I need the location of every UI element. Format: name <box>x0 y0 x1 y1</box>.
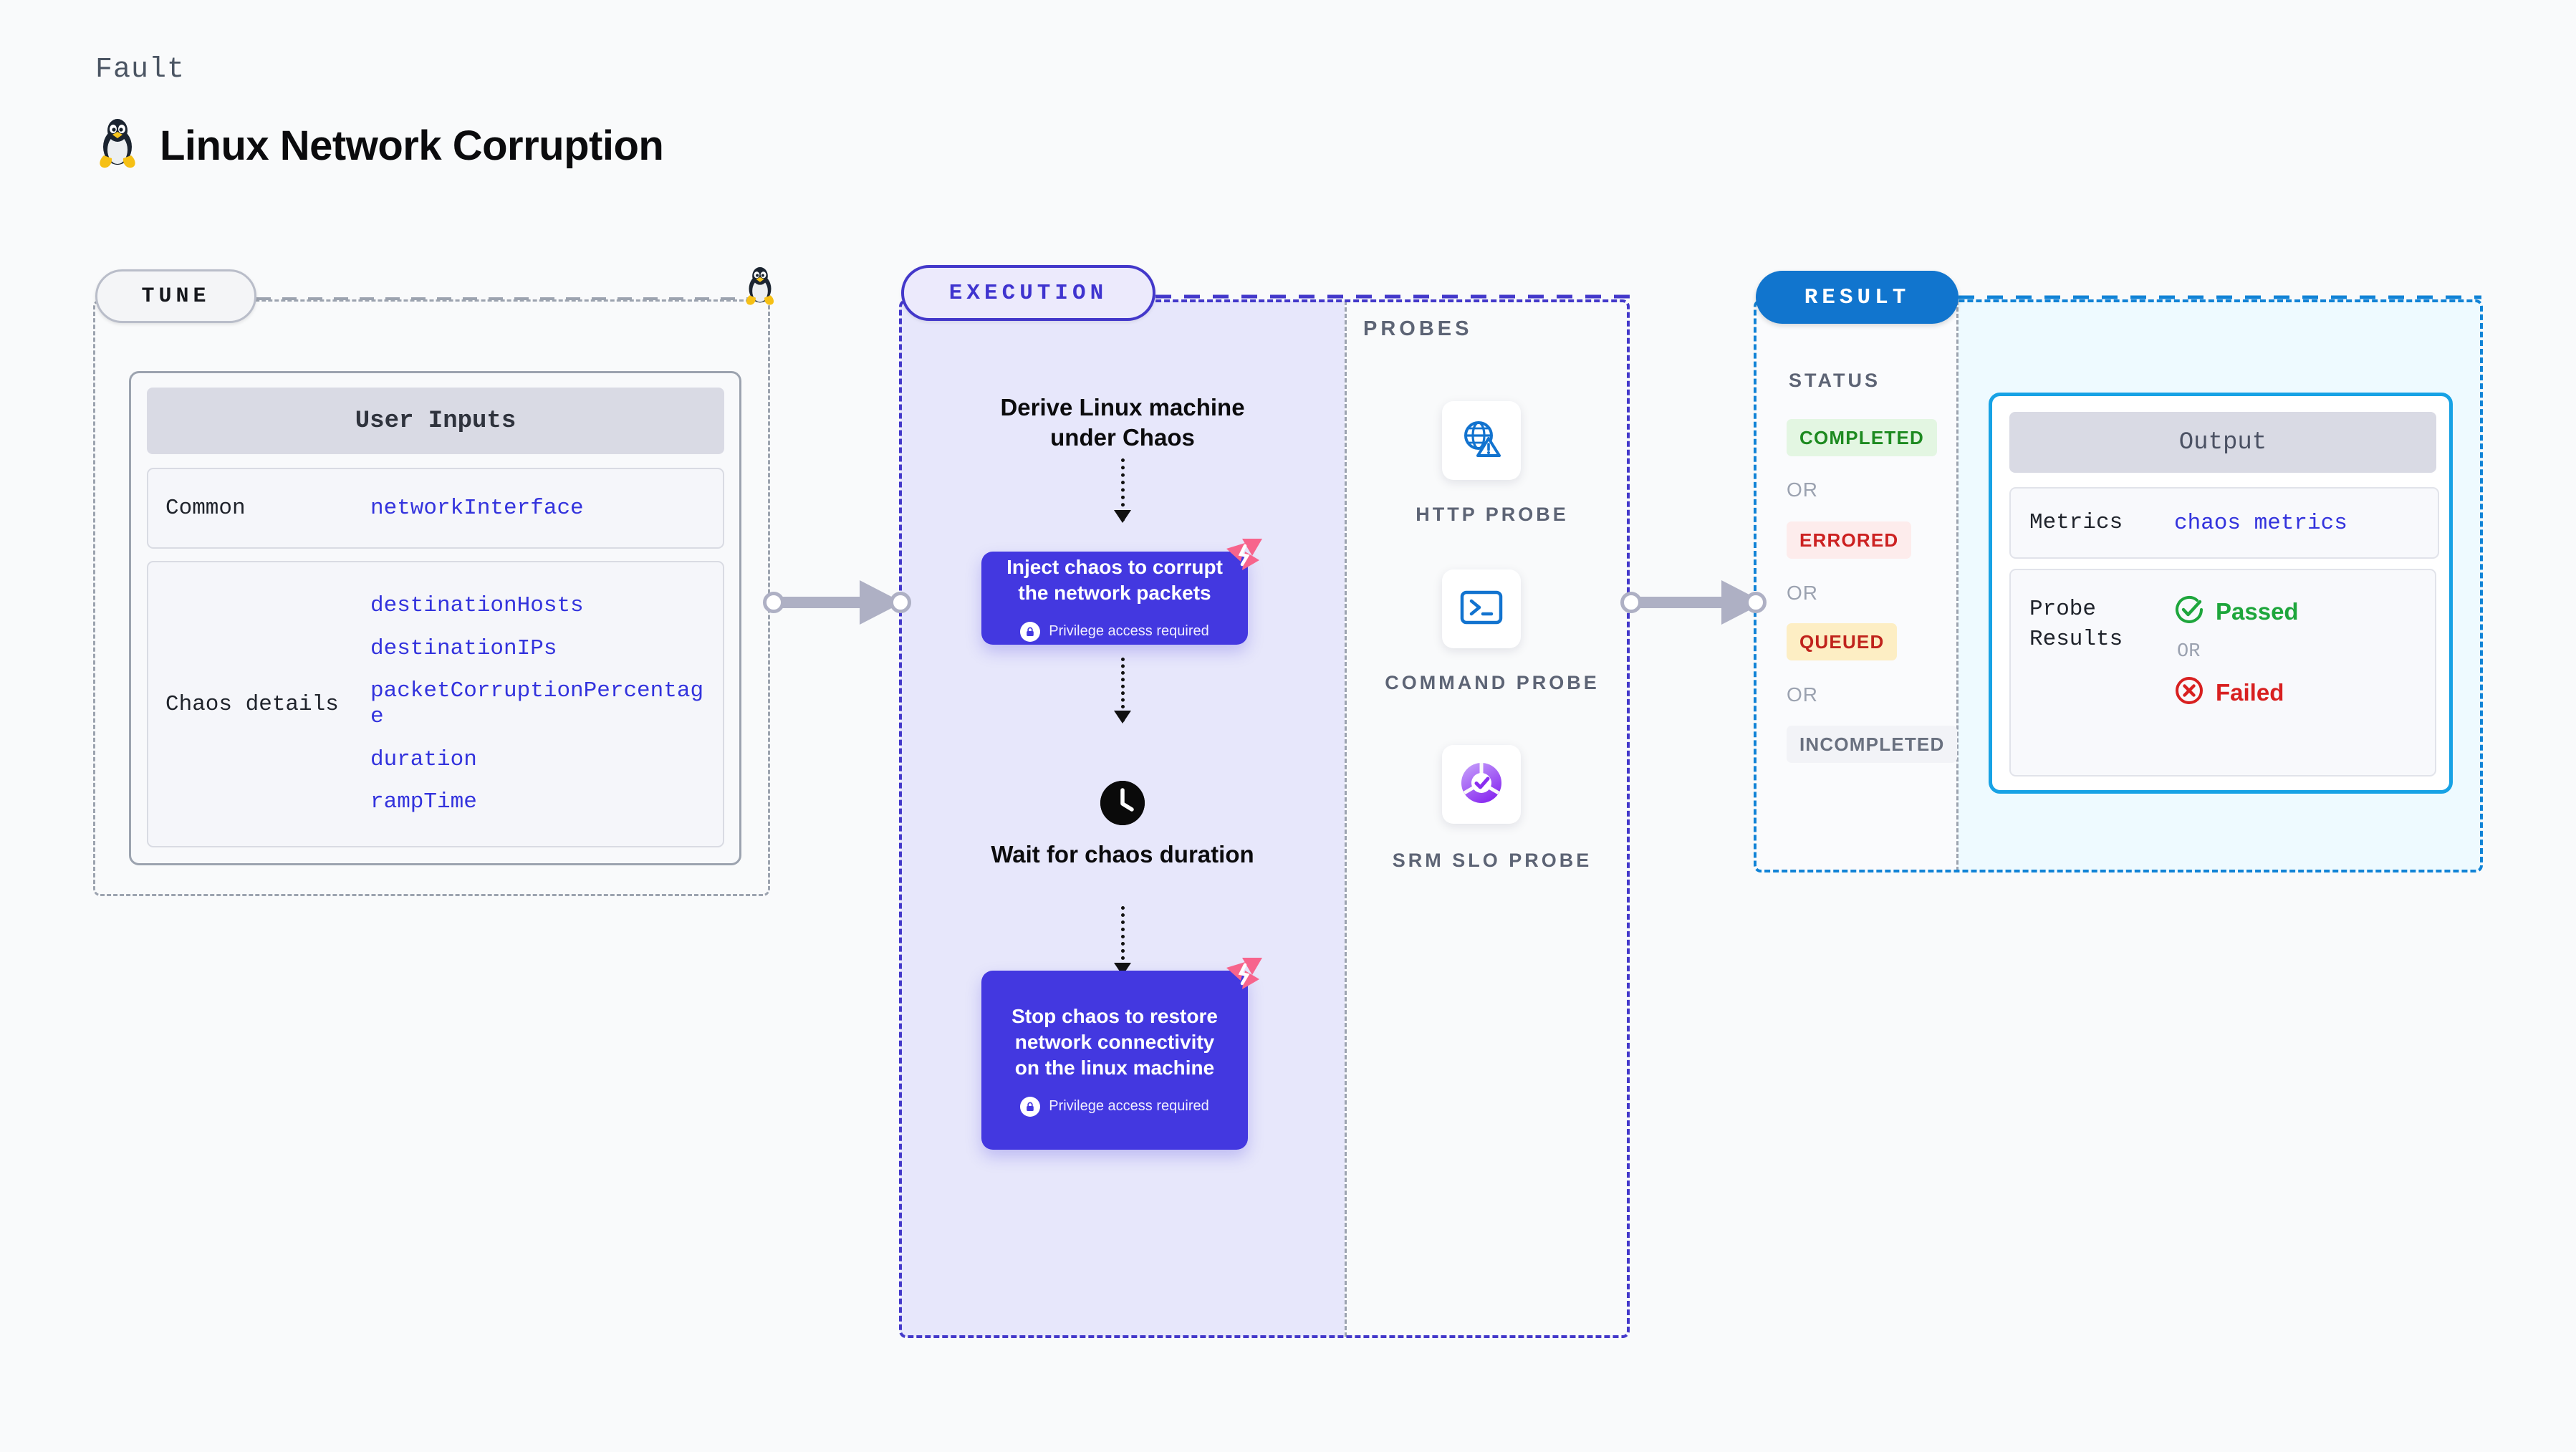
execution-dashed-connector <box>1155 294 1630 299</box>
probe-label-http: HTTP PROBE <box>1416 504 1569 525</box>
probe-label-srm-slo: SRM SLO PROBE <box>1392 850 1592 871</box>
chaos-step-inject-text: Inject chaos to corrupt the network pack… <box>1006 556 1223 604</box>
tune-row-key: Common <box>165 496 246 521</box>
globe-warning-icon <box>1459 417 1504 465</box>
output-card-title: Output <box>2009 412 2436 473</box>
tune-value-destinationips[interactable]: destinationIPs <box>370 635 557 661</box>
status-or-3: OR <box>1787 683 1818 706</box>
connector-execution-to-result <box>1637 580 1764 625</box>
page-eyebrow: Fault <box>95 54 186 86</box>
execution-probes-divider <box>1345 301 1347 1337</box>
chaos-step-stop[interactable]: Stop chaos to restore network connectivi… <box>981 958 1262 1150</box>
execution-pill[interactable]: EXECUTION <box>901 265 1155 321</box>
user-inputs-title: User Inputs <box>147 388 724 454</box>
slo-check-icon <box>1458 759 1505 810</box>
status-badge-completed: COMPLETED <box>1787 419 1938 456</box>
status-or-2: OR <box>1787 582 1818 604</box>
execution-start-title: Derive Linux machine under Chaos <box>1000 394 1245 451</box>
probe-label-command: COMMAND PROBE <box>1385 672 1600 693</box>
tune-row-chaos-details: Chaos details destinationHosts destinati… <box>147 561 724 847</box>
result-dashed-connector <box>1959 295 2481 299</box>
chaos-step-inject[interactable]: Inject chaos to corrupt the network pack… <box>981 539 1262 645</box>
connector-node-right <box>890 592 911 613</box>
clock-icon <box>1100 781 1145 825</box>
probe-tile-http[interactable] <box>1442 401 1521 480</box>
privilege-note-text: Privilege access required <box>1049 1098 1209 1115</box>
status-badge-incompleted: INCOMPLETED <box>1787 726 1958 763</box>
harness-logo-icon <box>1221 952 1267 998</box>
probe-passed-label: Passed <box>2216 597 2299 625</box>
probe-result-failed: Failed <box>2174 675 2299 709</box>
probe-result-passed: Passed <box>2174 595 2299 628</box>
tune-value-duration[interactable]: duration <box>370 746 477 772</box>
user-inputs-card: User Inputs Common networkInterface Chao… <box>129 371 741 865</box>
flow-arrow-2 <box>1114 658 1131 723</box>
page-title-row: Linux Network Corruption <box>95 118 664 173</box>
connector-node-left <box>763 592 784 613</box>
tune-linux-penguin-icon <box>743 266 777 310</box>
terminal-icon <box>1459 589 1504 630</box>
result-status-label: STATUS <box>1789 370 1880 391</box>
privilege-note-text: Privilege access required <box>1049 623 1209 640</box>
result-divider <box>1956 301 1959 871</box>
status-badge-queued: QUEUED <box>1787 623 1898 660</box>
privilege-note: Privilege access required <box>1020 621 1209 642</box>
tune-value-ramptime[interactable]: rampTime <box>370 789 477 815</box>
status-badge-errored: ERRORED <box>1787 521 1912 559</box>
probe-result-or: OR <box>2177 641 2201 663</box>
tune-value-destinationhosts[interactable]: destinationHosts <box>370 593 584 619</box>
result-pill[interactable]: RESULT <box>1756 271 1959 324</box>
tune-dashed-connector <box>256 297 751 300</box>
probe-failed-label: Failed <box>2216 678 2284 706</box>
execution-wait-title: Wait for chaos duration <box>991 841 1254 867</box>
connector-node-left <box>1620 592 1642 613</box>
tune-pill[interactable]: TUNE <box>95 269 256 323</box>
x-circle-icon <box>2174 675 2204 709</box>
tune-value-networkinterface[interactable]: networkInterface <box>370 495 584 521</box>
chaos-step-stop-text: Stop chaos to restore network connectivi… <box>1011 1005 1218 1079</box>
tune-row-key: Chaos details <box>165 691 339 717</box>
lock-icon <box>1020 621 1041 642</box>
result-status-background <box>1755 301 1956 871</box>
connector-tune-to-execution <box>770 580 903 625</box>
output-card: Output Metrics chaos metrics Probe Resul… <box>1989 393 2453 794</box>
connector-node-right <box>1745 592 1767 613</box>
execution-panel <box>899 299 1630 1338</box>
page-title: Linux Network Corruption <box>160 122 664 169</box>
tune-value-packetcorruptionpercentage[interactable]: packetCorruptionPercentage <box>370 678 704 729</box>
linux-penguin-icon <box>95 118 140 173</box>
lock-icon <box>1020 1096 1041 1117</box>
harness-logo-icon <box>1221 533 1267 579</box>
output-row-probe-results: Probe Results Passed OR <box>2009 569 2436 777</box>
flow-arrow-3 <box>1114 906 1131 976</box>
probe-tile-command[interactable] <box>1442 569 1521 648</box>
status-or-1: OR <box>1787 479 1818 501</box>
output-metrics-value[interactable]: chaos metrics <box>2174 510 2347 536</box>
check-circle-icon <box>2174 595 2204 628</box>
output-row-metrics: Metrics chaos metrics <box>2009 487 2439 559</box>
flow-arrow-1 <box>1114 458 1131 523</box>
output-probe-key: Probe Results <box>2029 597 2123 652</box>
probes-section-label: PROBES <box>1363 317 1473 340</box>
privilege-note: Privilege access required <box>1020 1096 1209 1117</box>
probe-tile-srm-slo[interactable] <box>1442 745 1521 824</box>
output-metrics-key: Metrics <box>2029 510 2123 536</box>
tune-row-common: Common networkInterface <box>147 468 724 549</box>
